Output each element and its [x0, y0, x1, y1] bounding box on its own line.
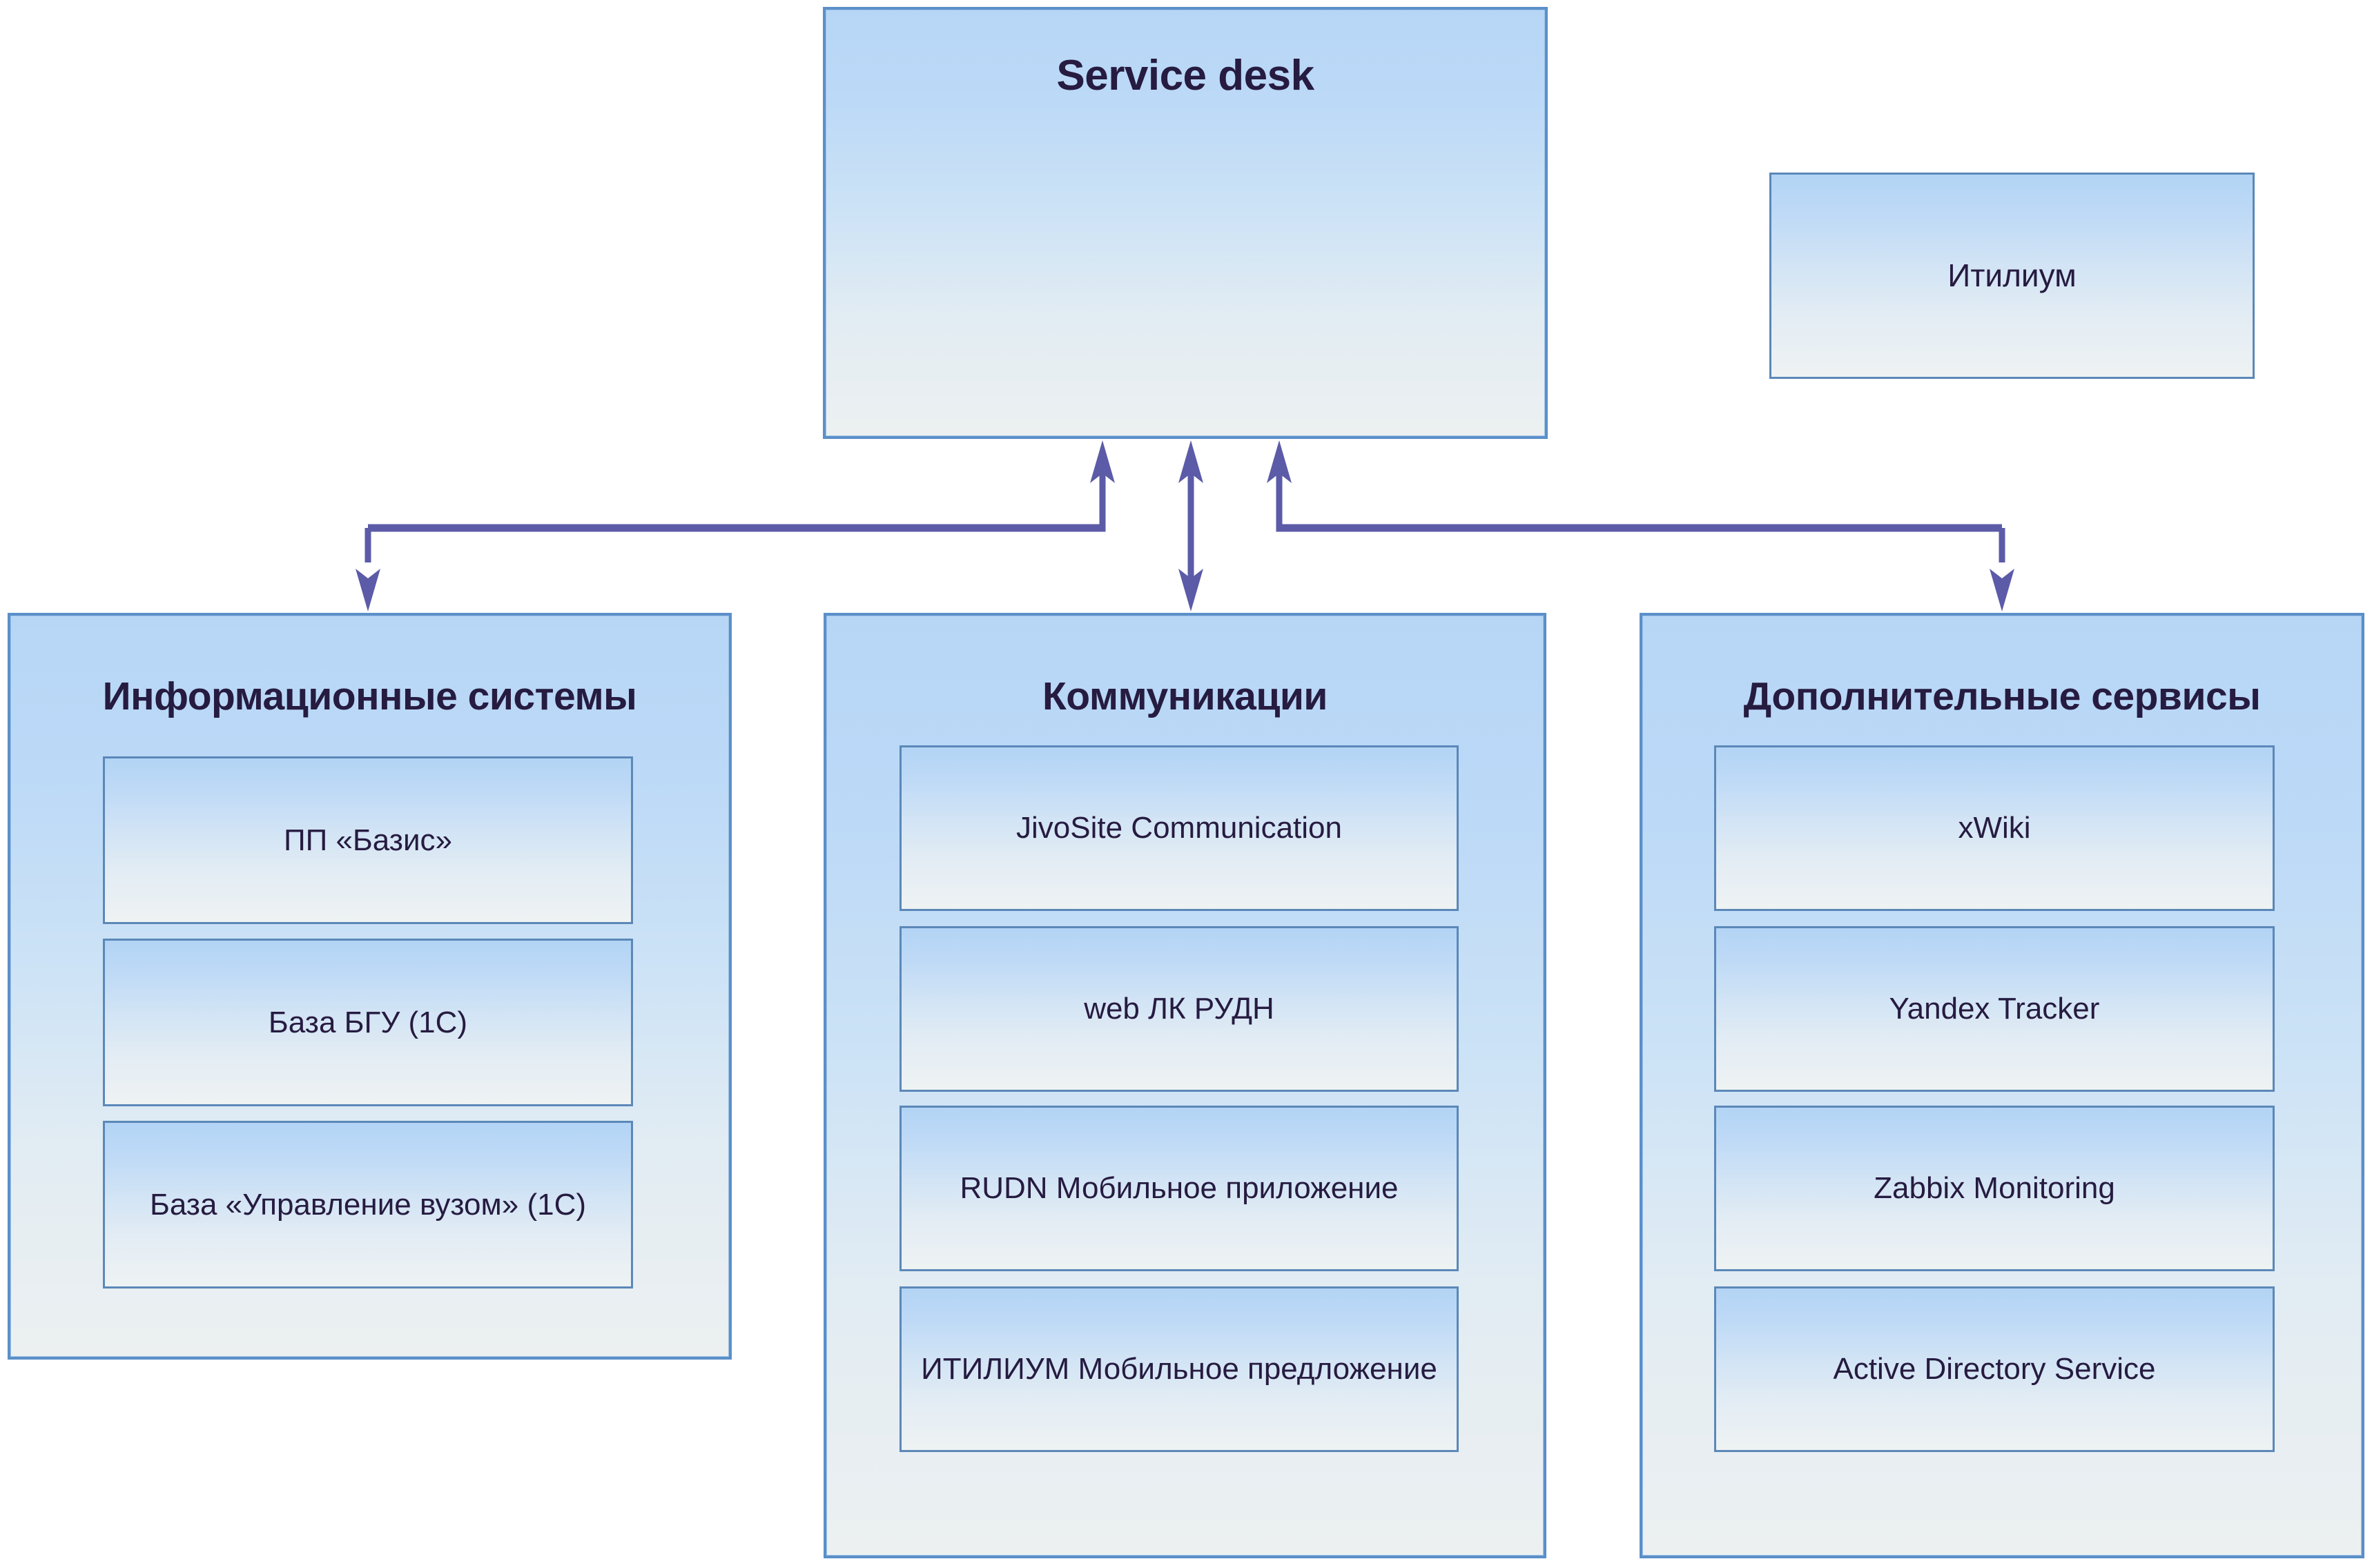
- item-baza-bgu-1c[interactable]: База БГУ (1С): [103, 939, 633, 1106]
- communications-title: Коммуникации: [1042, 674, 1328, 718]
- item-yandex-tracker[interactable]: Yandex Tracker: [1714, 926, 2275, 1092]
- information-systems-group[interactable]: Информационные системы ПП «Базис» База Б…: [8, 613, 732, 1360]
- information-systems-title: Информационные системы: [102, 674, 637, 718]
- item-active-directory-service[interactable]: Active Directory Service: [1714, 1286, 2275, 1452]
- service-desk-title: Service desk: [1056, 52, 1314, 99]
- item-jivosite-communication[interactable]: JivoSite Communication: [900, 745, 1459, 911]
- connector-information-systems: [356, 440, 1115, 611]
- item-zabbix-monitoring[interactable]: Zabbix Monitoring: [1714, 1106, 2275, 1271]
- item-itilium[interactable]: Итилиум: [1769, 173, 2255, 379]
- item-itilium-mobile-offer[interactable]: ИТИЛИУМ Мобильное предложение: [900, 1286, 1459, 1452]
- item-rudn-mobile-app[interactable]: RUDN Мобильное приложение: [900, 1106, 1459, 1271]
- item-web-lk-rudn[interactable]: web ЛК РУДН: [900, 926, 1459, 1092]
- connector-additional-services: [1267, 440, 2014, 611]
- connector-communications: [1178, 440, 1203, 611]
- item-pp-bazis[interactable]: ПП «Базис»: [103, 756, 633, 924]
- communications-group[interactable]: Коммуникации JivoSite Communication web …: [824, 613, 1546, 1558]
- service-desk-group[interactable]: Service desk Итилиум: [823, 7, 2255, 439]
- item-xwiki[interactable]: xWiki: [1714, 745, 2275, 911]
- item-baza-upravlenie-vuzom-1c[interactable]: База «Управление вузом» (1С): [103, 1121, 633, 1288]
- additional-services-title: Дополнительные сервисы: [1743, 674, 2261, 718]
- additional-services-group[interactable]: Дополнительные сервисы xWiki Yandex Trac…: [1640, 613, 2364, 1558]
